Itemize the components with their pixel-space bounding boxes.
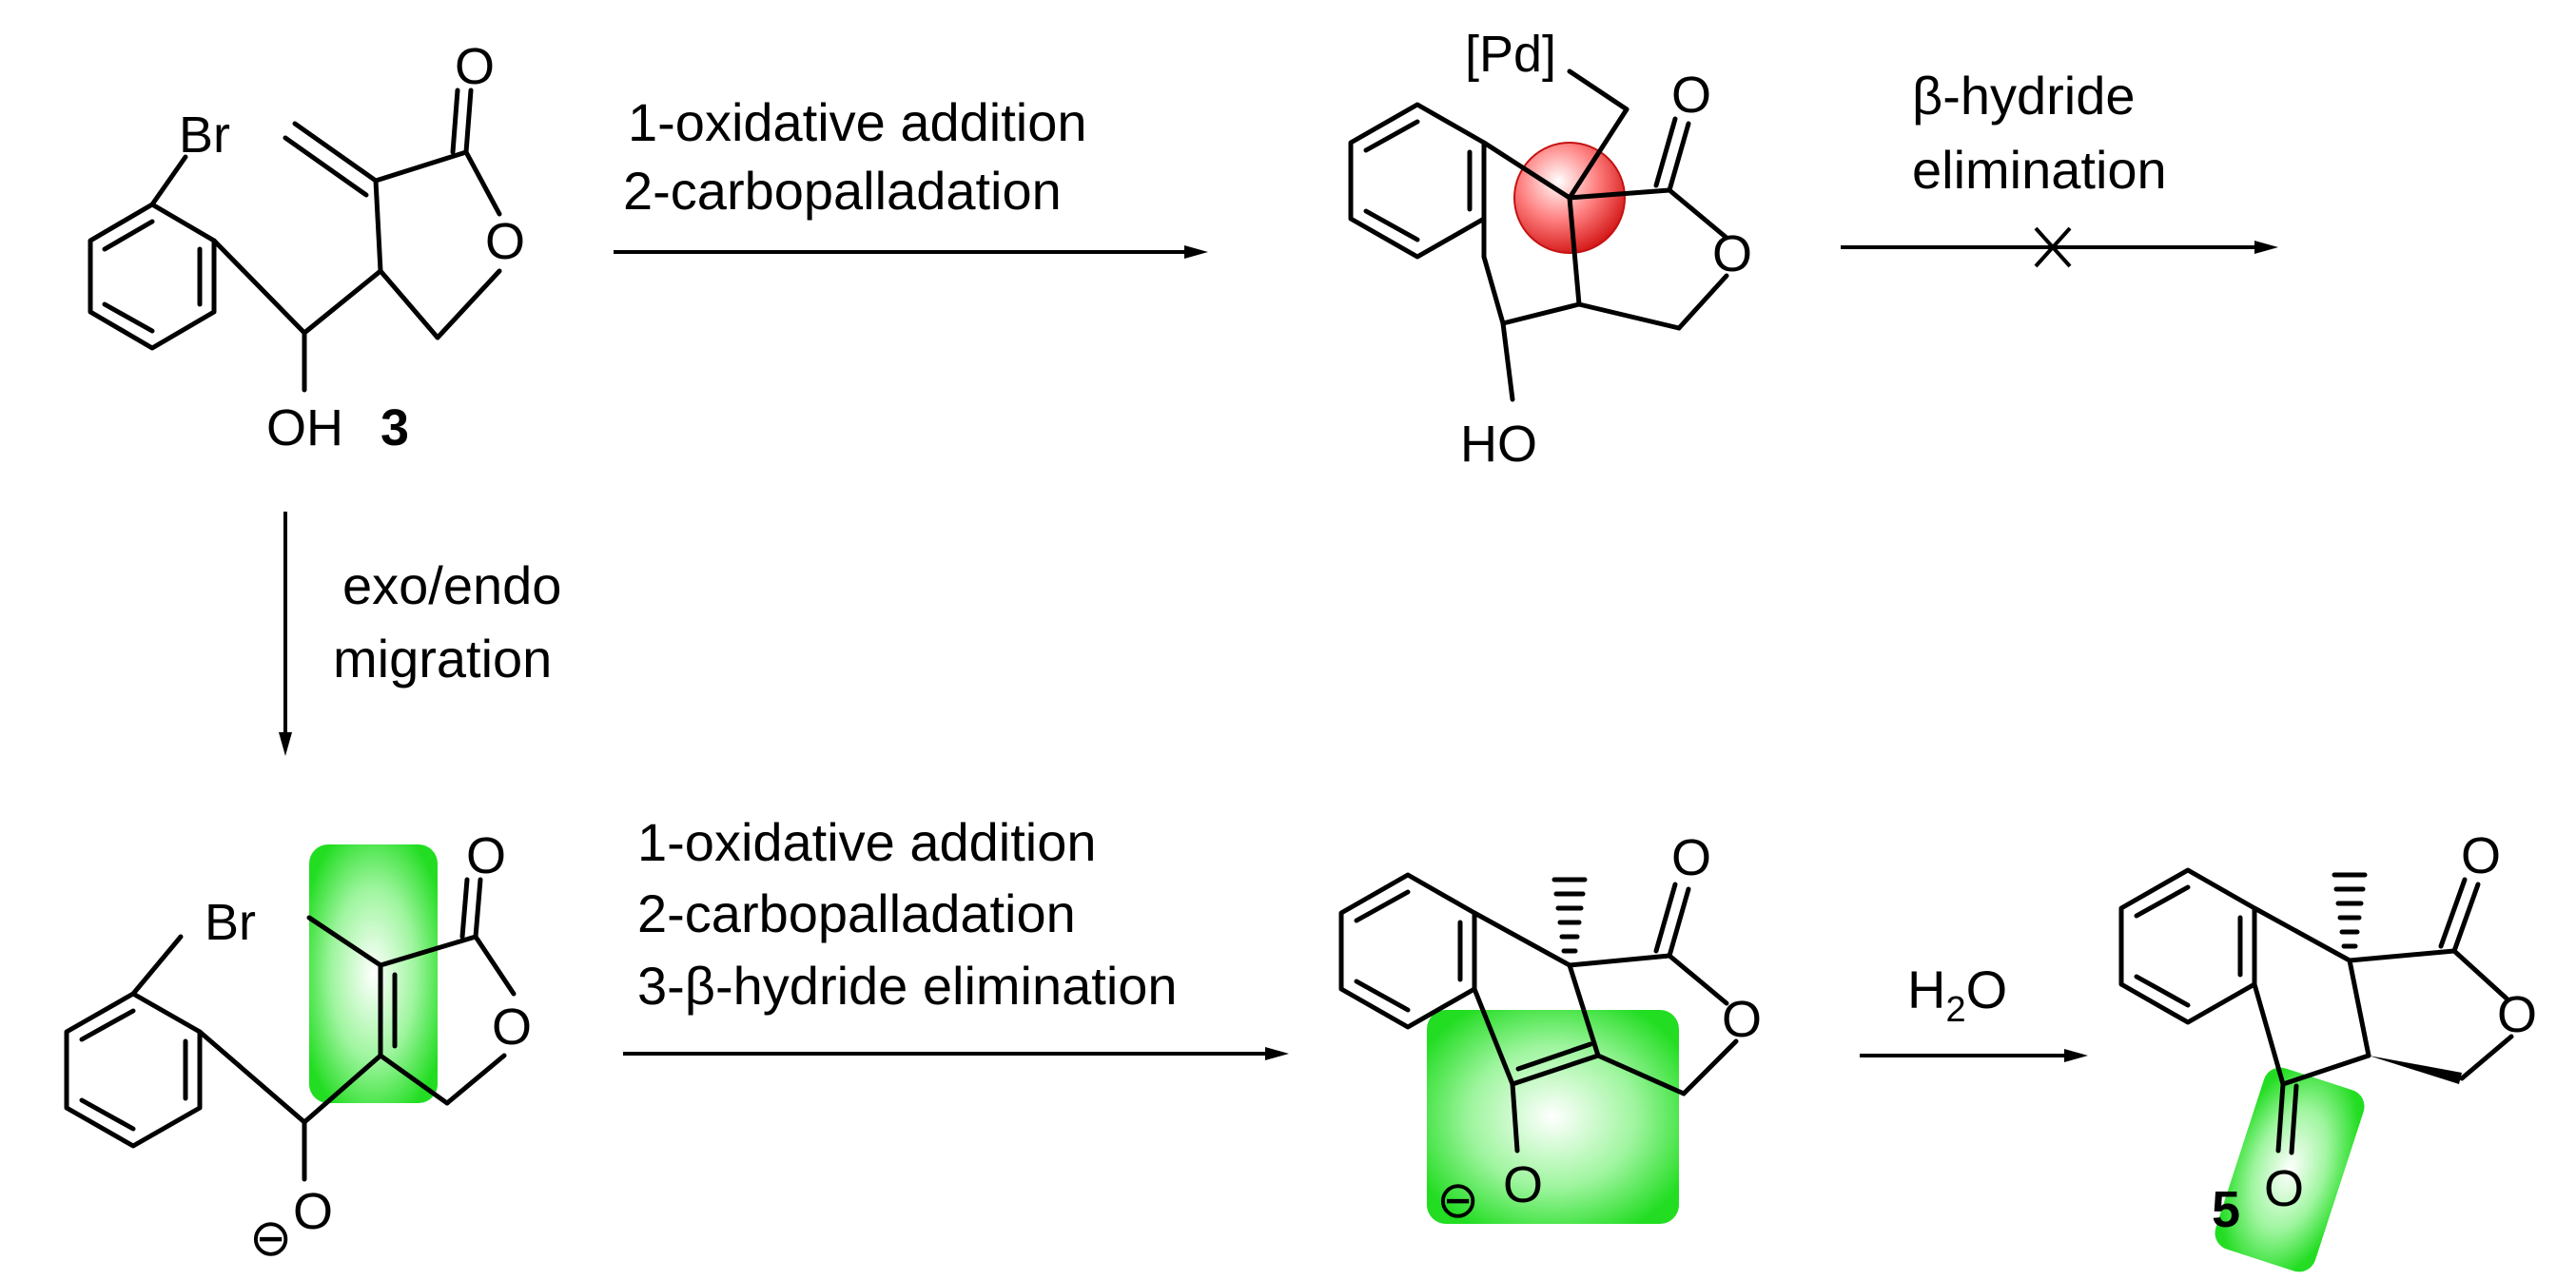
carbonyl-oxygen: O bbox=[455, 38, 495, 95]
product-5: O 5 O O bbox=[2118, 827, 2537, 1272]
hydroxyl-label-2: HO bbox=[1460, 416, 1537, 473]
carbonyl-oxygen-4: O bbox=[1671, 829, 1711, 886]
alkoxide-oxygen: O bbox=[293, 1183, 333, 1240]
alkene-highlight bbox=[309, 844, 438, 1103]
hashed-methyl-bond bbox=[1551, 877, 1588, 954]
palladium-intermediate: HO [Pd] O O bbox=[1348, 26, 1752, 473]
hashed-methyl-bond-2 bbox=[2332, 872, 2368, 949]
beta-arrow-label-1: β-hydride bbox=[1912, 66, 2136, 126]
ketone-highlight bbox=[2215, 1067, 2365, 1272]
migration-label-2: migration bbox=[333, 629, 552, 688]
ring-oxygen-5: O bbox=[2497, 986, 2537, 1043]
bottom-arrow-label-2: 2-carbopalladation bbox=[637, 883, 1076, 943]
bromine-label: Br bbox=[179, 107, 230, 164]
compound-3: Br OH 3 O O bbox=[88, 38, 525, 456]
carbonyl-oxygen-5: O bbox=[2461, 827, 2501, 884]
ring-oxygen-4: O bbox=[1722, 991, 1762, 1048]
ring-oxygen-2: O bbox=[1712, 225, 1752, 282]
enolate-intermediate: O ⊖ O O bbox=[1338, 829, 1762, 1229]
enolate-oxygen: O bbox=[1503, 1156, 1543, 1213]
ring-oxygen-3: O bbox=[492, 999, 532, 1056]
wedge-bond bbox=[2369, 1056, 2462, 1084]
carbonyl-oxygen-2: O bbox=[1671, 67, 1711, 124]
hydroxyl-label: OH bbox=[266, 399, 343, 456]
top-arrow-label-2: 2-carbopalladation bbox=[623, 161, 1062, 221]
negative-charge-icon: ⊖ bbox=[249, 1210, 292, 1267]
arrow-water: H2O bbox=[1860, 960, 2088, 1062]
carbonyl-oxygen-3: O bbox=[466, 827, 506, 884]
arrow-cascade: 1-oxidative addition 2-carbopalladation … bbox=[623, 812, 1289, 1060]
compound-3-number: 3 bbox=[381, 399, 409, 456]
beta-arrow-label-2: elimination bbox=[1912, 140, 2167, 200]
arrow-beta-hydride-blocked: β-hydride elimination bbox=[1841, 66, 2278, 268]
ketone-oxygen: O bbox=[2264, 1160, 2304, 1217]
migration-label-1: exo/endo bbox=[342, 555, 561, 615]
bottom-arrow-label-3: 3-β-hydride elimination bbox=[637, 956, 1178, 1016]
bromine-label-2: Br bbox=[205, 894, 256, 951]
negative-charge-icon-2: ⊖ bbox=[1436, 1172, 1479, 1229]
bottom-arrow-label-1: 1-oxidative addition bbox=[637, 812, 1097, 872]
alkoxide-intermediate: Br O ⊖ O O bbox=[64, 827, 532, 1267]
compound-5-number: 5 bbox=[2212, 1181, 2240, 1238]
arrow-exo-endo-migration: exo/endo migration bbox=[279, 512, 561, 756]
palladium-label: [Pd] bbox=[1465, 26, 1556, 83]
arrow-oxidative-carbopalladation: 1-oxidative addition 2-carbopalladation bbox=[614, 92, 1208, 259]
ring-oxygen: O bbox=[485, 213, 525, 270]
water-label: H2O bbox=[1907, 960, 2007, 1030]
top-arrow-label-1: 1-oxidative addition bbox=[628, 92, 1087, 152]
